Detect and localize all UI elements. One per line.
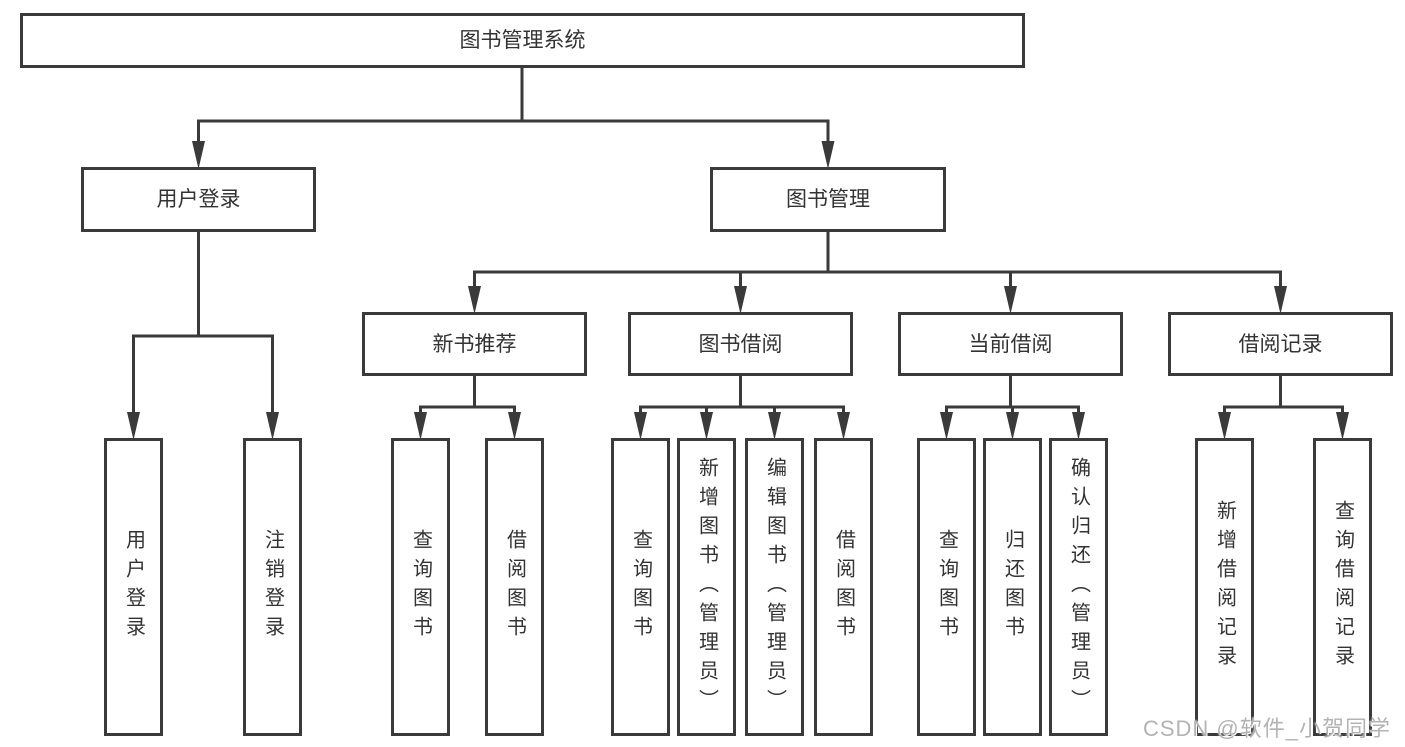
- leaf-confirm-return-admin: 确认归还（管理员）: [1049, 438, 1108, 736]
- connector-user-login-children: [127, 232, 279, 440]
- arrowhead-icon: [468, 286, 481, 314]
- csdn-watermark: CSDN @软件_小贺同学: [1142, 716, 1391, 741]
- arrowhead-icon: [1218, 412, 1231, 440]
- arrowhead-icon: [508, 412, 521, 440]
- arrowhead-icon: [414, 412, 427, 440]
- connector-new-book-children: [414, 376, 521, 440]
- leaf-user-login: 用户登录: [104, 438, 163, 736]
- connector-root-to-level2: [192, 68, 835, 169]
- leaf-logout: 注销登录: [243, 438, 302, 736]
- leaf-add-borrow-record: 新增借阅记录: [1195, 438, 1254, 736]
- node-root-library-system: 图书管理系统: [20, 13, 1025, 68]
- arrowhead-icon: [940, 412, 953, 440]
- node-new-book-recommend: 新书推荐: [362, 312, 587, 376]
- arrowhead-icon: [1006, 412, 1019, 440]
- arrowhead-icon: [634, 412, 647, 440]
- node-current-borrowing: 当前借阅: [898, 312, 1123, 376]
- arrowhead-icon: [127, 412, 140, 440]
- arrowhead-icon: [1072, 412, 1085, 440]
- arrowhead-icon: [1336, 412, 1349, 440]
- leaf-add-book-admin: 新增图书（管理员）: [677, 438, 736, 736]
- leaf-query-books-recommend: 查询图书: [391, 438, 450, 736]
- connector-book-borrowing-children: [634, 376, 850, 440]
- leaf-return-books: 归还图书: [983, 438, 1042, 736]
- arrowhead-icon: [1004, 286, 1017, 314]
- connector-book-management-children: [468, 232, 1287, 314]
- leaf-edit-book-admin: 编辑图书（管理员）: [745, 438, 804, 736]
- arrowhead-icon: [734, 286, 747, 314]
- node-book-management: 图书管理: [710, 167, 946, 232]
- arrowhead-icon: [266, 412, 279, 440]
- connector-current-borrowing-children: [940, 376, 1085, 440]
- connector-borrowing-records-children: [1218, 376, 1349, 440]
- arrowhead-icon: [837, 412, 850, 440]
- arrowhead-icon: [1274, 286, 1287, 314]
- arrowhead-icon: [700, 412, 713, 440]
- leaf-borrow-books-borrowing: 借阅图书: [814, 438, 873, 736]
- leaf-query-books-borrowing: 查询图书: [611, 438, 670, 736]
- node-borrowing-records: 借阅记录: [1168, 312, 1393, 376]
- arrowhead-icon: [768, 412, 781, 440]
- leaf-query-books-current: 查询图书: [917, 438, 976, 736]
- leaf-borrow-books-recommend: 借阅图书: [485, 438, 544, 736]
- arrowhead-icon: [821, 141, 835, 169]
- node-book-borrowing: 图书借阅: [628, 312, 853, 376]
- arrowhead-icon: [192, 141, 205, 169]
- node-user-login: 用户登录: [81, 167, 316, 232]
- leaf-query-borrow-record: 查询借阅记录: [1313, 438, 1372, 736]
